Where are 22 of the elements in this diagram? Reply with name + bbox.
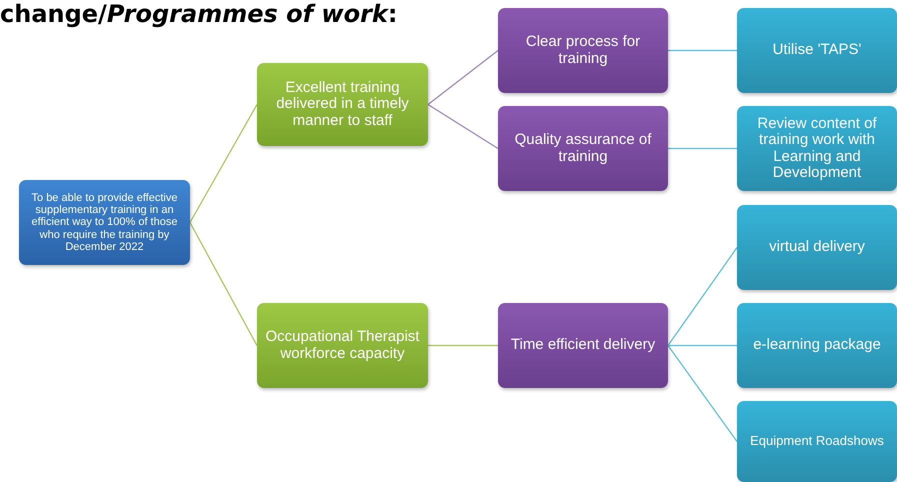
connector-line (668, 50, 737, 52)
objective-box: Quality assurance of training (498, 106, 668, 191)
connector-line (428, 104, 498, 149)
connector-line (668, 345, 738, 442)
objective-box: Review content of training work with Learning and Development (737, 106, 897, 191)
connector-line (189, 222, 258, 346)
objective-box: Occupational Therapist workforce capacity (257, 303, 428, 388)
objective-box: Clear process for training (498, 8, 668, 93)
connector-line (668, 344, 737, 346)
objective-box: Equipment Roadshows (737, 401, 897, 482)
connector-line (428, 50, 498, 105)
page-title: change/Programmes of work: (0, 0, 398, 28)
objective-box: virtual delivery (737, 205, 897, 290)
connector-line (189, 104, 258, 223)
objective-box: Excellent training delivered in a timely manner to staff (257, 63, 428, 146)
connector-line (668, 247, 738, 346)
objective-box: e-learning package (737, 303, 897, 388)
goal-box: To be able to provide effective supplementary training in an efficient way to 100% of those who require the training by December 2022 (19, 180, 190, 265)
connector-line (668, 148, 737, 150)
connector-line (428, 344, 498, 346)
objective-box: Time efficient delivery (498, 303, 668, 388)
objective-box: Utilise 'TAPS' (737, 8, 897, 93)
